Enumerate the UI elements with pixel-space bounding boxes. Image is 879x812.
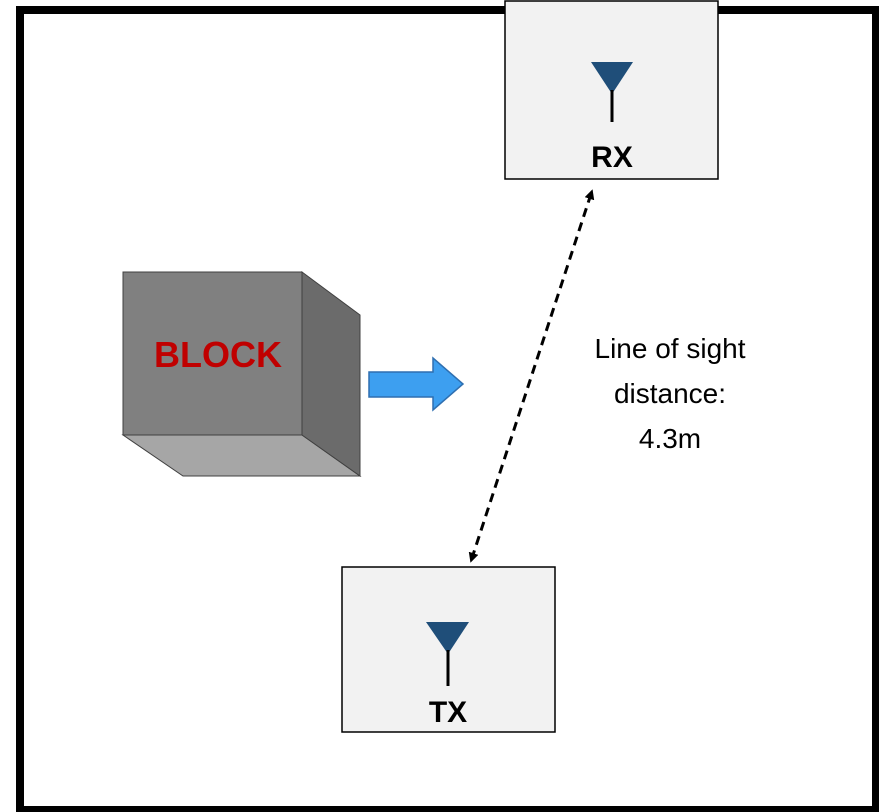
line-of-sight-arrow — [468, 189, 595, 563]
los-line-3: 4.3m — [639, 423, 701, 454]
rx-station: RX — [504, 0, 719, 180]
los-line-1: Line of sight — [595, 333, 746, 364]
antenna-icon — [426, 622, 469, 686]
tx-label: TX — [429, 696, 467, 729]
movement-arrow-icon — [368, 356, 465, 412]
rx-label: RX — [591, 141, 633, 174]
block-cube: BLOCK — [121, 271, 362, 477]
los-line-2: distance: — [614, 378, 726, 409]
block-front-face — [122, 271, 303, 436]
tx-station: TX — [341, 566, 556, 733]
antenna-icon — [591, 62, 633, 122]
block-label: BLOCK — [154, 334, 282, 375]
line-of-sight-label: Line of sight distance: 4.3m — [595, 333, 746, 454]
